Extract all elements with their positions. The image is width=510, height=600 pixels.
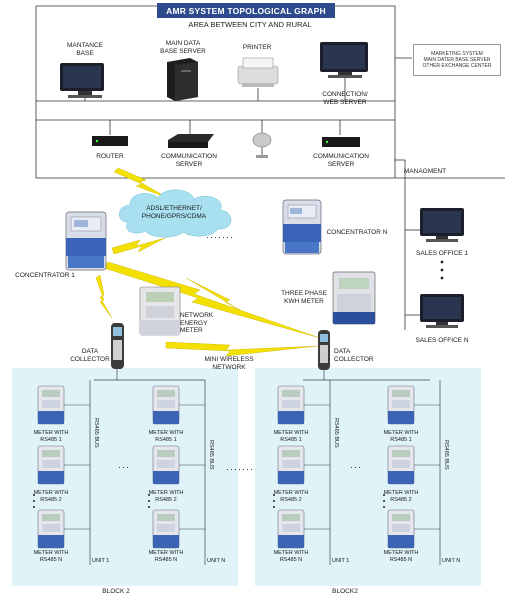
data-collector-2-label: DATA COLLECTOR [334, 348, 374, 363]
rs485-bus-label: RS485 BUS [333, 418, 339, 448]
sales-office-dots [440, 260, 444, 280]
router-icon [92, 136, 128, 146]
comm-server-1-label: COMMUNICATION SERVER [161, 153, 217, 168]
meter-icon [37, 445, 65, 485]
sales-office-n-icon [420, 294, 464, 328]
router-label: ROUTER [96, 153, 124, 160]
main-data-server-label: MAIN DATA BASE SERVER [160, 40, 206, 55]
unit-label: UNIT N [442, 558, 461, 564]
meter-label-mn: METER WITH RS485 N [33, 550, 69, 563]
data-collector-2-icon [318, 330, 330, 370]
unit-dots: ··· [118, 462, 130, 472]
meter-label-mn: METER WITH RS485 N [148, 550, 184, 563]
concentrator-ellipsis: ······· [206, 232, 234, 242]
meter-dots [273, 494, 275, 508]
meter-icon [152, 445, 180, 485]
printer-label: PRINTER [242, 44, 272, 51]
network-energy-meter-icon [139, 286, 181, 336]
meter-icon [37, 509, 65, 549]
sales-office-1-label: SALES OFFICE 1 [415, 250, 469, 257]
meter-label-mn: METER WITH RS485 N [383, 550, 419, 563]
meter-dots [148, 494, 150, 508]
meter-dots [383, 494, 385, 508]
meter-icon [387, 385, 415, 425]
meter-icon [277, 445, 305, 485]
collector-links [94, 369, 430, 381]
concentrator-n-icon [282, 199, 322, 255]
concentrator-1-label: CONCENTRATOR 1 [15, 272, 75, 279]
meter-icon [37, 385, 65, 425]
connection-server-icon [320, 42, 368, 78]
meter-icon [387, 509, 415, 549]
meter-icon [387, 445, 415, 485]
diagram-title: AMR SYSTEM TOPOLOGICAL GRAPH [157, 3, 335, 18]
meter-label-m2: METER WITH RS485 2 [33, 490, 69, 503]
meter-icon [152, 385, 180, 425]
marketing-system-box: MARKETING SYSTEM MAIN DATER BASE SERVER … [413, 44, 501, 76]
meter-label-m2: METER WITH RS485 2 [148, 490, 184, 503]
network-energy-meter-label: NETWORK ENERGY METER [180, 312, 214, 334]
block2-label: BLOCK2 [332, 588, 358, 595]
meter-label-m2: METER WITH RS485 2 [273, 490, 309, 503]
data-collector-1-icon [111, 323, 124, 369]
comm-server-2-label: COMMUNICATION SERVER [313, 153, 369, 168]
concentrator-n-label: CONCENTRATOR N [326, 229, 388, 236]
meter-icon [277, 509, 305, 549]
three-phase-meter-label: THREE PHASE KWH METER [281, 290, 327, 305]
network-cloud [118, 189, 232, 238]
comm-server-1-icon [168, 134, 214, 148]
management-frame [35, 5, 505, 330]
three-phase-meter-icon [332, 271, 376, 325]
mini-wireless-label: MINI WIRELESS NETWORK [204, 356, 254, 371]
meter-label-m1: METER WITH RS485 1 [273, 430, 309, 443]
satellite-dish-icon [252, 132, 272, 158]
meter-icon [277, 385, 305, 425]
meter-dots [33, 494, 35, 508]
rs485-bus-label: RS485 BUS [443, 440, 449, 470]
database-server-icon [167, 58, 198, 101]
unit-label: UNIT 1 [92, 558, 110, 564]
meter-label-mn: METER WITH RS485 N [273, 550, 309, 563]
network-cloud-label: ADSL/ETHERNET/ PHONE/GPRS/CDMA [141, 205, 207, 220]
sales-office-n-label: SALES OFFICE N [415, 337, 469, 344]
meter-label-m1: METER WITH RS485 1 [148, 430, 184, 443]
rs485-bus-label: RS485 BUS [93, 418, 99, 448]
connection-server-label: CONNECTION/ WEB SERVER [322, 91, 368, 106]
meter-label-m2: METER WITH RS485 2 [383, 490, 419, 503]
sales-office-1-icon [420, 208, 464, 242]
comm-server-2-icon [322, 137, 360, 147]
unit-label: UNIT N [207, 558, 226, 564]
unit-label: UNIT 1 [332, 558, 350, 564]
device-drops [84, 75, 346, 135]
unit-dots: ··· [350, 462, 362, 472]
meter-label-m1: METER WITH RS485 1 [383, 430, 419, 443]
block-2-label: BLOCK 2 [102, 588, 130, 595]
meter-grid [33, 380, 441, 565]
printer-icon [237, 57, 279, 87]
meter-icon [152, 509, 180, 549]
rs485-bus-label: RS485 BUS [208, 440, 214, 470]
maintenance-monitor-icon [60, 63, 104, 98]
managment-label: MANAGMENT [403, 168, 447, 175]
wireless-links [95, 167, 321, 357]
meter-label-m1: METER WITH RS485 1 [33, 430, 69, 443]
diagram-subtitle: AREA BETWEEN CITY AND RURAL [188, 20, 312, 29]
data-collector-1-label: DATA COLLECTOR [70, 348, 110, 363]
concentrator-1-icon [65, 211, 107, 271]
blocks-ellipsis: ······· [226, 464, 254, 474]
maintenance-base-label: MANTANCE BASE [67, 42, 103, 57]
